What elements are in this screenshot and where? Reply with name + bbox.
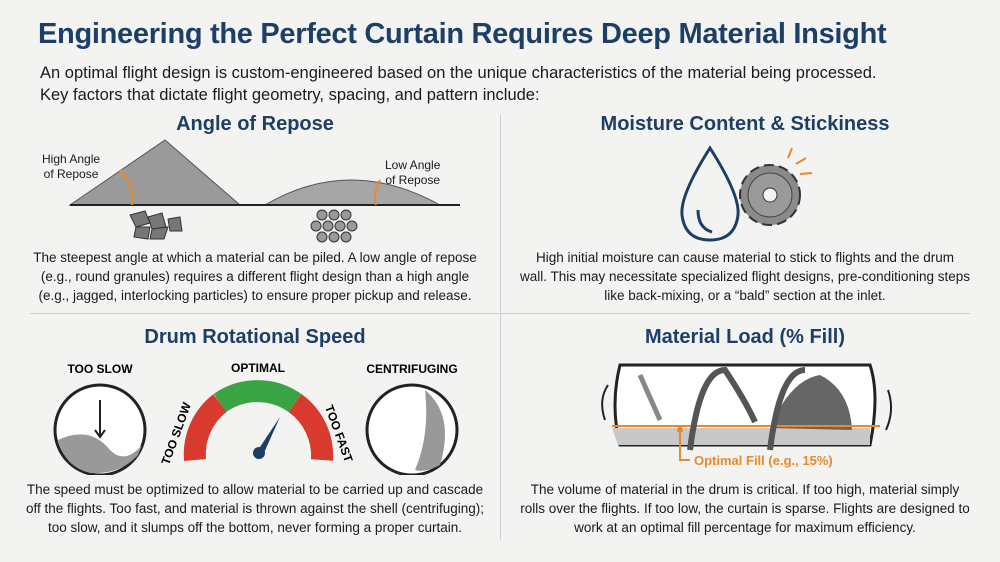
drum-fill-illustration: Optimal Fill (e.g., 15%): [601, 363, 892, 468]
label-line: High Angle: [42, 152, 101, 166]
moisture-description: High initial moisture can cause material…: [510, 248, 980, 305]
horizontal-divider: [30, 313, 970, 314]
panel-drum-speed: Drum Rotational Speed: [20, 326, 490, 349]
intro-text: An optimal flight design is custom-engin…: [40, 62, 876, 106]
angle-of-repose-description: The steepest angle at which a material c…: [20, 248, 490, 305]
sticky-gear-icon: [739, 164, 801, 226]
panel-angle-of-repose: Angle of Repose: [20, 113, 490, 136]
optimal-label: OPTIMAL: [231, 361, 285, 375]
label-line: of Repose: [385, 173, 441, 187]
label-line: of Repose: [43, 167, 99, 181]
centrifuging-label: CENTRIFUGING: [366, 362, 457, 376]
intro-line: An optimal flight design is custom-engin…: [40, 64, 877, 82]
drum-speed-illustration: TOO SLOW OPTIMAL TOO SLOW TOO FAST CENTR…: [53, 361, 459, 475]
optimal-fill-label: Optimal Fill (e.g., 15%): [694, 453, 833, 468]
text-line: The volume of material in the drum is cr…: [530, 482, 960, 497]
label-line: Low Angle: [385, 158, 441, 172]
panel-heading: Material Load (% Fill): [644, 326, 846, 348]
text-line: work at an optimal fill percentage for m…: [574, 520, 916, 535]
text-line: rolls over the flights. If too low, the …: [520, 501, 970, 516]
text-line: too slow, and it slumps off the bottom, …: [48, 520, 462, 535]
drum-speed-description: The speed must be optimized to allow mat…: [20, 480, 490, 537]
too-slow-label: TOO SLOW: [67, 362, 133, 376]
panel-heading: Angle of Repose: [176, 113, 334, 135]
panel-material-load: Material Load (% Fill): [510, 326, 980, 349]
material-load-description: The volume of material in the drum is cr…: [510, 480, 980, 537]
text-line: wall. This may necessitate specialized f…: [520, 269, 970, 284]
vertical-divider: [500, 115, 501, 540]
speed-gauge-icon: [183, 380, 334, 461]
intro-line: Key factors that dictate flight geometry…: [40, 86, 540, 104]
high-angle-label: High Angle of Repose: [42, 152, 100, 182]
text-line: The steepest angle at which a material c…: [33, 250, 477, 265]
water-drop-icon: [680, 145, 740, 242]
page-title: Engineering the Perfect Curtain Requires…: [38, 18, 887, 50]
panel-heading: Moisture Content & Stickiness: [600, 113, 890, 135]
text-line: off the flights. Too fast, and material …: [26, 501, 484, 516]
jagged-particles-icon: [129, 210, 183, 240]
low-angle-label: Low Angle of Repose: [385, 158, 440, 188]
panel-heading: Drum Rotational Speed: [144, 326, 366, 348]
text-line: (e.g., jagged, interlocking particles) t…: [38, 288, 472, 303]
angle-of-repose-illustration: [68, 139, 460, 243]
text-line: like back-mixing, or a “bald” section at…: [604, 288, 886, 303]
text-line: High initial moisture can cause material…: [536, 250, 954, 265]
round-granules-icon: [310, 209, 358, 243]
text-line: The speed must be optimized to allow mat…: [26, 482, 484, 497]
moisture-illustration: [680, 145, 813, 242]
panel-moisture: Moisture Content & Stickiness: [510, 113, 980, 136]
text-line: (e.g., round granules) requires a differ…: [40, 269, 470, 284]
